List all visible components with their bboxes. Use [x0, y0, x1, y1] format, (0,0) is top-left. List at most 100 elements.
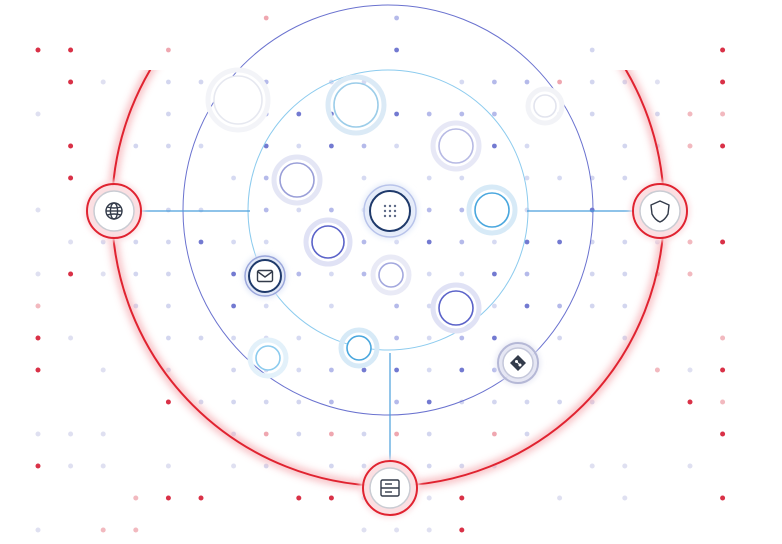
- grid-dot: [133, 303, 139, 309]
- grid-dot: [231, 271, 237, 277]
- grid-dot: [68, 463, 74, 469]
- grid-dot: [524, 303, 530, 309]
- grid-dot: [622, 143, 628, 149]
- grid-dot: [655, 111, 660, 117]
- hub-node[interactable]: [362, 183, 418, 239]
- grid-dot: [557, 175, 562, 181]
- grid-dot: [166, 239, 171, 245]
- grid-dot: [687, 463, 693, 469]
- grid-dot: [459, 79, 465, 85]
- grid-dot: [720, 335, 726, 341]
- grid-dot: [557, 335, 562, 341]
- bubble: [346, 335, 372, 361]
- bubble-halo: [271, 154, 323, 206]
- bubble-halo: [205, 67, 271, 133]
- grid-dot: [426, 399, 432, 405]
- grid-dot: [459, 463, 465, 469]
- grid-dot: [492, 303, 497, 309]
- grid-dot: [133, 239, 139, 245]
- server-node[interactable]: [360, 458, 420, 518]
- bubble-halo: [303, 217, 353, 267]
- grid-dot: [296, 207, 302, 213]
- grid-dot: [231, 175, 237, 181]
- shield-icon: [650, 200, 670, 223]
- git-node[interactable]: [496, 341, 540, 385]
- grid-dot: [68, 271, 74, 277]
- mail-node[interactable]: [243, 254, 287, 298]
- grid-dot: [263, 143, 269, 149]
- grid-dot: [394, 239, 399, 245]
- grid-dot: [459, 111, 465, 117]
- grid-dot: [654, 367, 660, 373]
- grid-dot: [622, 271, 628, 277]
- grid-dot: [394, 15, 399, 21]
- grid-dot: [231, 303, 237, 309]
- grid-dot: [622, 79, 628, 85]
- grid-dot: [100, 463, 106, 469]
- grid-dot: [394, 431, 399, 437]
- grid-dot: [492, 111, 497, 117]
- grid-dot: [68, 175, 74, 181]
- grid-dot: [329, 367, 334, 373]
- grid-dot: [426, 367, 432, 373]
- grid-dot: [68, 79, 74, 85]
- grid-dot: [100, 527, 106, 533]
- grid-dot: [361, 431, 367, 437]
- grid-dot: [557, 495, 563, 501]
- grid-dot: [622, 335, 628, 341]
- bubble-halo: [325, 74, 387, 136]
- grid-dot: [361, 143, 367, 149]
- shield-node[interactable]: [630, 181, 690, 241]
- bubble: [533, 94, 557, 118]
- bubble-halo: [430, 120, 482, 172]
- grid-dot: [231, 367, 237, 373]
- grid-dot: [557, 303, 562, 309]
- bubble-halo: [338, 327, 380, 369]
- grid-dot: [426, 431, 432, 437]
- grid-dot: [524, 79, 530, 85]
- mail-icon: [256, 269, 274, 283]
- grid-dot: [361, 271, 367, 277]
- server-icon: [380, 479, 400, 497]
- hub-dot: [388, 214, 392, 218]
- grid-dot: [329, 463, 334, 469]
- grid-dot: [263, 175, 269, 181]
- grid-dot: [35, 303, 41, 309]
- grid-dot: [165, 463, 171, 469]
- grid-dot: [622, 175, 628, 181]
- grid-dot: [35, 47, 41, 53]
- grid-dot: [263, 207, 269, 213]
- grid-dot: [328, 495, 334, 501]
- grid-dot: [492, 271, 497, 277]
- grid-dot: [133, 527, 139, 533]
- grid-dot: [524, 431, 530, 437]
- grid-dot: [394, 111, 399, 117]
- grid-dot: [394, 367, 399, 373]
- bubble: [333, 82, 379, 128]
- grid-dot: [100, 239, 106, 245]
- grid-dot: [329, 271, 334, 277]
- grid-dot: [263, 463, 269, 469]
- bubble: [311, 225, 345, 259]
- grid-dot: [720, 79, 726, 85]
- grid-dot: [361, 175, 367, 181]
- bubble: [474, 192, 510, 228]
- grid-dot: [166, 47, 171, 53]
- grid-dot: [296, 399, 302, 405]
- grid-dot: [687, 367, 693, 373]
- inner-light-blue-ring: [247, 69, 529, 351]
- bubble: [438, 128, 474, 164]
- grid-dot: [296, 495, 302, 501]
- grid-dot: [492, 143, 497, 149]
- grid-dot: [459, 527, 465, 533]
- grid-dot: [263, 399, 269, 405]
- grid-dot: [459, 175, 465, 181]
- globe-node[interactable]: [84, 181, 144, 241]
- grid-dot: [687, 399, 693, 405]
- grid-dot: [35, 207, 41, 213]
- grid-dot: [329, 399, 334, 405]
- grid-dot: [231, 239, 237, 245]
- grid-dot: [426, 463, 432, 469]
- grid-dot: [524, 239, 530, 245]
